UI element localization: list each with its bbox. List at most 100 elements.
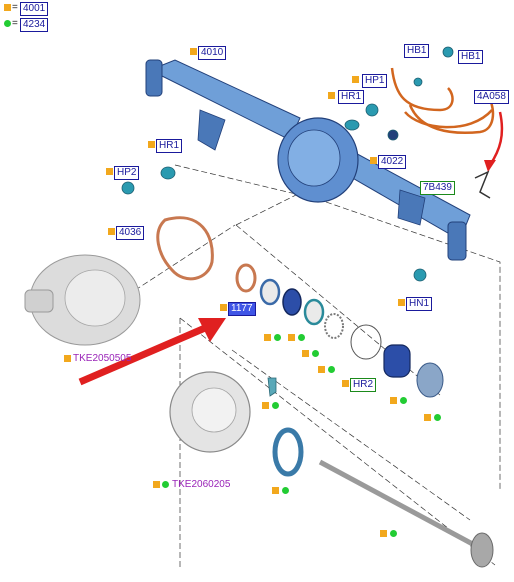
- axle-bracket: [197, 109, 226, 151]
- marker-sq-hr1-left: [148, 141, 155, 148]
- small-fittings: [121, 46, 454, 282]
- fitting-4022: [387, 129, 399, 141]
- hub-flange: [416, 362, 444, 398]
- fitting-hr1-top: [344, 119, 360, 131]
- axle-flange-right: [447, 221, 467, 261]
- part-label-hr1-top[interactable]: HR1: [338, 90, 365, 104]
- axle-tube-left: [148, 59, 301, 141]
- red-callout-arrowhead-small: [484, 160, 496, 172]
- hose-tube-lower: [404, 109, 493, 129]
- legend-code-square: 4001: [20, 2, 49, 16]
- marker-sq-washer: [318, 366, 325, 373]
- part-label-4010[interactable]: 4010: [198, 46, 227, 60]
- fitting-hr1-left: [160, 166, 176, 180]
- part-label-1177-highlighted[interactable]: 1177: [228, 302, 256, 316]
- lock-washer: [324, 313, 344, 339]
- axle-flange-left: [145, 59, 163, 97]
- legend-equals-1: =: [12, 2, 18, 13]
- marker-dot-bearing1: [298, 334, 305, 341]
- clip-7b439: [474, 170, 491, 199]
- marker-dot-kit-brake: [162, 481, 169, 488]
- guide-line-hr1: [174, 164, 301, 196]
- marker-sq-1177: [220, 304, 227, 311]
- marker-dot-washer: [328, 366, 335, 373]
- kit-label-differential[interactable]: TKE2050505: [73, 353, 132, 364]
- breather-hose: [390, 67, 495, 134]
- marker-sq-race2: [302, 350, 309, 357]
- bearing-stack: [235, 263, 444, 398]
- marker-sq-4010: [190, 48, 197, 55]
- part-label-7b439[interactable]: 7B439: [420, 181, 455, 195]
- marker-dot-seal: [274, 334, 281, 341]
- axle-center-inner: [287, 129, 341, 187]
- marker-sq-kit-brake: [153, 481, 160, 488]
- fitting-hb1: [442, 46, 454, 58]
- legend-dot-marker: [4, 20, 11, 27]
- o-ring: [350, 324, 382, 360]
- guide-box-upper: [235, 192, 501, 490]
- fitting-hp2: [121, 181, 135, 195]
- part-label-4a058[interactable]: 4A058: [474, 90, 509, 104]
- part-label-hp1[interactable]: HP1: [362, 74, 388, 88]
- marker-sq-bearing1: [288, 334, 295, 341]
- marker-dot-race2: [312, 350, 319, 357]
- marker-sq-4022: [370, 157, 377, 164]
- bearing-1: [282, 288, 302, 316]
- bearing-race-1: [259, 278, 281, 306]
- kit-label-brake-backing[interactable]: TKE2060205: [172, 479, 231, 490]
- marker-dot-retainer: [282, 487, 289, 494]
- wheel-stud: [267, 377, 277, 397]
- marker-sq-shaft: [380, 530, 387, 537]
- differential-carrier: [24, 254, 141, 346]
- legend-square-marker: [4, 4, 11, 11]
- brake-backing-plate: [169, 371, 251, 453]
- part-label-hb1-upper[interactable]: HB1: [404, 44, 430, 58]
- part-label-hp2[interactable]: HP2: [114, 166, 140, 180]
- marker-sq-hr2: [342, 380, 349, 387]
- marker-sq-4036: [108, 228, 115, 235]
- guide-line-diff: [119, 224, 236, 301]
- guide-line-shaft: [179, 317, 496, 566]
- part-label-4036[interactable]: 4036: [116, 226, 145, 240]
- part-label-hb1-right[interactable]: HB1: [458, 50, 484, 64]
- marker-dot-hub: [434, 414, 441, 421]
- marker-sq-wheel-bearing: [390, 397, 397, 404]
- marker-dot-stud: [272, 402, 279, 409]
- axle-shaft-flange: [470, 532, 494, 568]
- marker-sq-hn1: [398, 299, 405, 306]
- marker-sq-retainer: [272, 487, 279, 494]
- marker-sq-stud: [262, 402, 269, 409]
- cover-gasket: [156, 216, 214, 281]
- marker-sq-hp2: [106, 168, 113, 175]
- marker-sq-hr1-top: [328, 92, 335, 99]
- legend-equals-2: =: [12, 18, 18, 29]
- red-callout-arrow-large-head: [198, 318, 226, 342]
- axle-bracket-right: [397, 189, 426, 226]
- fitting-hp1: [365, 103, 379, 117]
- marker-sq-seal: [264, 334, 271, 341]
- part-label-4022[interactable]: 4022: [378, 155, 407, 169]
- marker-sq-hp1: [352, 76, 359, 83]
- legend-code-dot: 4234: [20, 18, 49, 32]
- fitting-hb1-upper: [413, 77, 423, 87]
- axle-shaft: [318, 459, 482, 551]
- marker-dot-wheel-bearing: [400, 397, 407, 404]
- fitting-hn1: [413, 268, 427, 282]
- marker-sq-hub: [424, 414, 431, 421]
- backing-plate-inner: [191, 387, 237, 433]
- marker-sq-kit-diff: [64, 355, 71, 362]
- wheel-bearing: [383, 344, 411, 378]
- diff-pinion: [24, 289, 54, 313]
- retainer-plate: [272, 427, 304, 477]
- part-label-hn1[interactable]: HN1: [406, 297, 433, 311]
- part-label-hr1-left[interactable]: HR1: [156, 139, 183, 153]
- axle-housing: [145, 59, 471, 261]
- marker-dot-shaft: [390, 530, 397, 537]
- oil-seal-ring: [235, 263, 257, 293]
- bearing-race-2: [303, 298, 325, 326]
- red-callout-arrow-large-shaft: [78, 324, 207, 386]
- part-label-hr2[interactable]: HR2: [350, 378, 377, 392]
- diff-ring: [64, 269, 126, 327]
